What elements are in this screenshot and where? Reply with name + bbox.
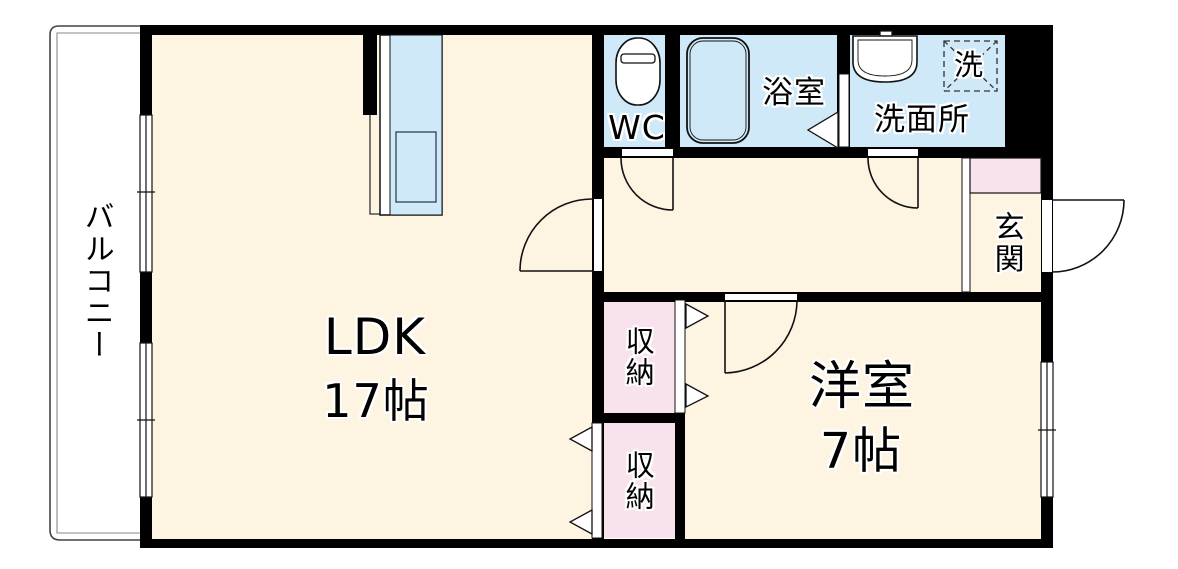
- western-room-size: 7帖: [819, 422, 903, 480]
- wc-label: WC: [608, 107, 666, 147]
- storage-lower-fold-door: [591, 422, 603, 539]
- wc-door-opening: [622, 149, 673, 156]
- western-room-floor: [685, 300, 1041, 539]
- front-door-opening: [1042, 200, 1052, 272]
- wall-kitchen-stub: [363, 25, 377, 115]
- front-door: [1051, 199, 1125, 273]
- ldk-label: LDK: [323, 308, 427, 366]
- western-room-door: [724, 300, 798, 374]
- wall-under-wetrooms: [592, 147, 1041, 158]
- washing-machine-space: [943, 40, 998, 92]
- ldk-door-opening: [594, 199, 602, 271]
- washer-label: 洗: [953, 47, 985, 82]
- balcony-label: バルコニー: [78, 201, 114, 361]
- storage-upper-label: 収納: [621, 326, 656, 388]
- western-room-label: 洋室: [808, 356, 916, 417]
- storage-upper-floor: [604, 300, 675, 413]
- storage-upper-arrow-1: [685, 302, 710, 330]
- kitchen-sink: [395, 131, 437, 203]
- wall-hall-western: [592, 292, 1041, 302]
- balcony-outline: [49, 25, 140, 541]
- wall-top: [140, 25, 1053, 35]
- wall-wc-bath: [665, 35, 680, 147]
- ldk-size: 17帖: [322, 374, 430, 429]
- entrance-shoe-cabinet: [969, 157, 1042, 194]
- window-left-upper: [137, 114, 155, 273]
- door-swings: [519, 157, 1125, 374]
- washroom-door-opening: [868, 149, 918, 156]
- western-door-opening: [725, 294, 797, 300]
- wall-between-storages: [592, 413, 685, 423]
- wall-bottom: [140, 539, 1053, 548]
- washroom-label: 洗面所: [874, 101, 970, 138]
- ldk-door: [519, 198, 594, 272]
- ldk-floor: [152, 35, 592, 539]
- bath-door-opening: [838, 73, 850, 148]
- bath-door-arrow: [806, 110, 839, 150]
- openings: [591, 73, 1052, 539]
- storage-lower-arrow-2: [568, 508, 593, 536]
- window-right: [1038, 361, 1056, 498]
- storage-upper-fold-door: [674, 299, 686, 414]
- bath-label: 浴室: [762, 74, 826, 111]
- entrance-step-strip: [961, 157, 971, 293]
- kitchen-counter: [369, 34, 443, 216]
- washbasin: [852, 30, 918, 83]
- windows: [137, 114, 1056, 498]
- window-left-lower: [137, 342, 155, 498]
- toilet: [615, 37, 661, 106]
- bathtub: [686, 37, 750, 144]
- fold-door-arrows: [568, 110, 839, 536]
- storage-upper-arrow-2: [685, 382, 710, 409]
- storage-lower-label: 収納: [621, 450, 656, 512]
- storage-lower-floor: [602, 423, 675, 538]
- storage-lower-arrow-1: [568, 425, 593, 453]
- entrance-label: 玄関: [988, 211, 1024, 275]
- wall-column-right: [1005, 35, 1041, 147]
- washroom-door: [867, 157, 919, 209]
- wc-door: [620, 157, 674, 211]
- room-floors: [152, 35, 1041, 539]
- wall-storage-right: [675, 413, 685, 539]
